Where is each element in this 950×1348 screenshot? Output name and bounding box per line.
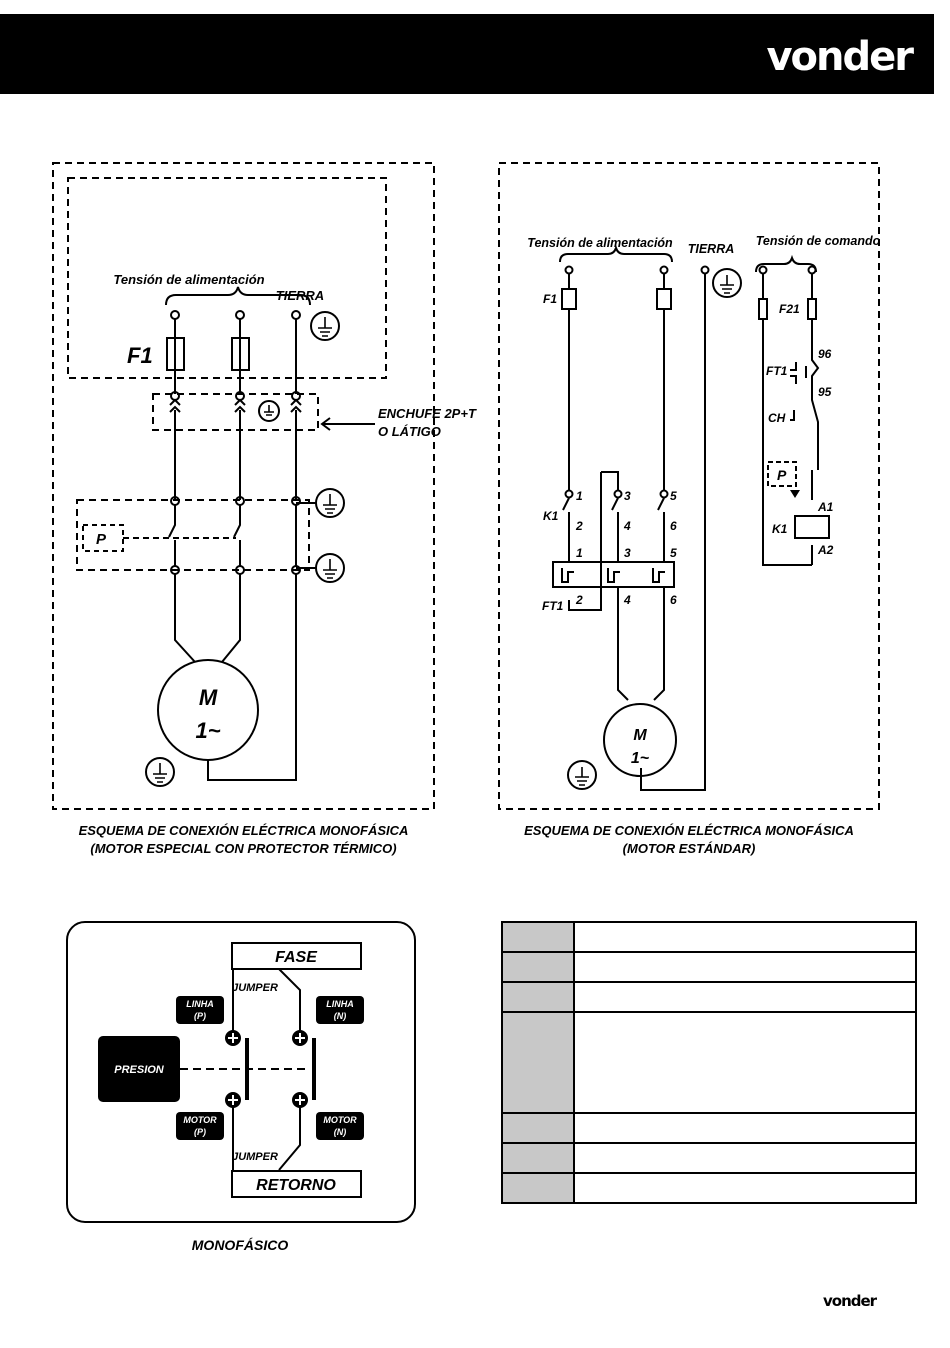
- motor-p-label-2: (P): [194, 1127, 206, 1137]
- d2-term-1: 1: [576, 489, 583, 503]
- d2-ft-term-5: 5: [670, 546, 677, 560]
- d2-p-label: P: [777, 467, 787, 483]
- d2-term-3: 3: [624, 489, 631, 503]
- d2-earth-label: TIERRA: [688, 242, 735, 256]
- diagram3-wiring: [66, 921, 416, 1223]
- d1-motor-label-2: 1~: [195, 718, 220, 743]
- d1-outer-frame: [52, 162, 435, 810]
- d2-motor-label-2: 1~: [631, 750, 650, 767]
- presion-label: PRESION: [114, 1064, 165, 1076]
- diagram2-wiring: [498, 162, 880, 810]
- d2-relay-label: FT1: [766, 364, 788, 378]
- d2-caption: ESQUEMA DE CONEXIÓN ELÉCTRICA MONOFÁSICA…: [524, 823, 854, 856]
- d2-coil-a2: A2: [817, 543, 834, 557]
- d2-term-2: 2: [575, 519, 583, 533]
- diagram1-wiring: [52, 162, 435, 810]
- d2-ft-term-1: 1: [576, 546, 583, 560]
- fase-label: FASE: [275, 949, 318, 966]
- spec-table: [501, 921, 917, 1204]
- fase-box: [231, 942, 362, 970]
- d1-plug-label-1: ENCHUFE 2P+T: [378, 406, 477, 421]
- d2-term-4: 4: [623, 519, 631, 533]
- retorno-box: [231, 1170, 362, 1198]
- d2-fuse-label: F1: [543, 292, 557, 306]
- linha-n-label-1: LINHA: [326, 999, 354, 1009]
- d2-relay-term-95: 95: [818, 385, 832, 399]
- d2-ch-label: CH: [768, 411, 786, 425]
- d2-supply-label: Tensión de alimentación: [527, 236, 673, 250]
- d1-switch-frame: [76, 499, 310, 571]
- d2-ft-term-4: 4: [623, 593, 631, 607]
- d1-fuse-label: F1: [127, 343, 153, 368]
- d2-term-6: 6: [670, 519, 677, 533]
- header-bar: vonder: [0, 14, 934, 94]
- d2-ft-term-3: 3: [624, 546, 631, 560]
- d3-caption: MONOFÁSICO: [191, 1237, 289, 1253]
- d2-relay-label-2: FT1: [542, 599, 564, 613]
- d1-motor-label-1: M: [199, 685, 218, 710]
- d2-contactor-label: K1: [543, 509, 559, 523]
- d1-supply-label: Tensión de alimentación: [113, 272, 264, 287]
- d2-motor-label-1: M: [633, 727, 647, 744]
- d2-contactor-coil-label: K1: [772, 522, 788, 536]
- presion-block: [98, 1036, 180, 1102]
- d2-relay-term-96: 96: [818, 347, 832, 361]
- jumper-bottom-label: JUMPER: [232, 1151, 278, 1163]
- jumper-top-label: JUMPER: [232, 982, 278, 994]
- d2-fuse2-label: F21: [779, 302, 800, 316]
- d1-supply-frame: [67, 177, 387, 379]
- d2-ft-term-6: 6: [670, 593, 677, 607]
- linha-p-label-1: LINHA: [186, 999, 214, 1009]
- d2-command-label: Tensión de comando: [756, 234, 881, 248]
- motor-p-label-1: MOTOR: [183, 1115, 217, 1125]
- motor-n-label-2: (N): [334, 1127, 347, 1137]
- d2-ft-term-2: 2: [575, 593, 583, 607]
- d1-plug-frame: [152, 393, 319, 431]
- d1-caption: ESQUEMA DE CONEXIÓN ELÉCTRICA MONOFÁSICA…: [78, 823, 409, 856]
- linha-n-label-2: (N): [334, 1011, 347, 1021]
- d3-frame: [66, 921, 416, 1223]
- d1-plug-label-2: O LÁTIGO: [378, 424, 441, 439]
- d2-term-5: 5: [670, 489, 677, 503]
- d2-coil-a1: A1: [817, 500, 834, 514]
- footer-logo: vonder: [823, 1292, 877, 1310]
- retorno-label: RETORNO: [256, 1177, 336, 1194]
- d2-outer-frame: [498, 162, 880, 810]
- motor-n-label-1: MOTOR: [323, 1115, 357, 1125]
- brand-logo: vonder: [766, 34, 914, 80]
- d1-switch-label: P: [96, 531, 107, 548]
- linha-p-label-2: (P): [194, 1011, 206, 1021]
- d1-earth-label: TIERRA: [276, 288, 324, 303]
